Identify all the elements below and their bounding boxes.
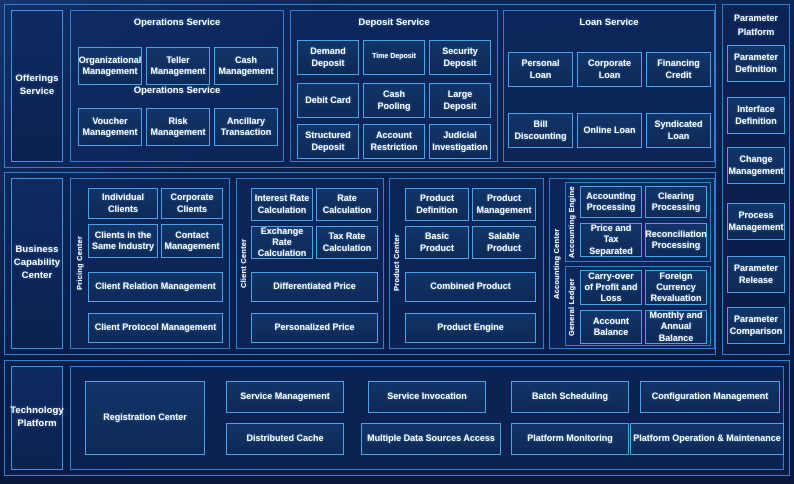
cell-interface-definition[interactable]: Interface Definition <box>727 97 785 134</box>
cell-registration-center[interactable]: Registration Center <box>85 381 205 455</box>
column-title-parameter-platform: Parameter Platform <box>733 13 779 37</box>
cell-client-relation-management[interactable]: Client Relation Management <box>88 272 223 302</box>
cell-debit-card[interactable]: Debit Card <box>297 83 359 118</box>
vlabel-client-center: Client Center <box>239 238 248 288</box>
cell-monthly-annual-balance[interactable]: Monthly and Annual Balance <box>645 310 707 344</box>
panel-title-operations-service: Operations Service <box>133 17 221 28</box>
cell-distributed-cache[interactable]: Distributed Cache <box>226 423 344 455</box>
cell-price-and-tax-separated[interactable]: Price and Tax Separated <box>580 223 642 257</box>
cell-online-loan[interactable]: Online Loan <box>577 113 642 148</box>
cell-risk-management[interactable]: Risk Management <box>146 108 210 146</box>
cell-bill-discounting[interactable]: Bill Discounting <box>508 113 573 148</box>
panel-title-deposit-service: Deposit Service <box>358 17 430 28</box>
cell-batch-scheduling[interactable]: Batch Scheduling <box>511 381 629 413</box>
cell-basic-product[interactable]: Basic Product <box>405 226 469 259</box>
cell-security-deposit[interactable]: Security Deposit <box>429 40 491 75</box>
cell-structured-deposit[interactable]: Structured Deposit <box>297 124 359 159</box>
cell-clients-same-industry[interactable]: Clients in the Same Industry <box>88 224 158 258</box>
cell-individual-clients[interactable]: Individual Clients <box>88 188 158 219</box>
cell-account-restriction[interactable]: Account Restriction <box>363 124 425 159</box>
cell-contact-management[interactable]: Contact Management <box>161 224 223 258</box>
cell-configuration-management[interactable]: Configuration Management <box>640 381 780 413</box>
cell-service-management[interactable]: Service Management <box>226 381 344 413</box>
sidelabel-business-capability-center[interactable]: Business Capability Center <box>11 178 63 349</box>
cell-account-balance[interactable]: Account Balance <box>580 310 642 344</box>
cell-platform-operation-maintenance[interactable]: Platform Operation & Maintenance <box>630 423 784 455</box>
cell-clearing-processing[interactable]: Clearing Processing <box>645 186 707 218</box>
cell-salable-product[interactable]: Salable Product <box>472 226 536 259</box>
cell-interest-rate-calculation[interactable]: Interest Rate Calculation <box>251 188 313 221</box>
cell-client-protocol-management[interactable]: Client Protocol Management <box>88 313 223 343</box>
cell-organizational-management[interactable]: Organizational Management <box>78 47 142 85</box>
cell-teller-management[interactable]: Teller Management <box>146 47 210 85</box>
cell-financing-credit[interactable]: Financing Credit <box>646 52 711 87</box>
cell-cash-pooling[interactable]: Cash Pooling <box>363 83 425 118</box>
cell-personal-loan[interactable]: Personal Loan <box>508 52 573 87</box>
cell-rate-calculation[interactable]: Rate Calculation <box>316 188 378 221</box>
cell-service-invocation[interactable]: Service Invocation <box>368 381 486 413</box>
vlabel-accounting-center: Accounting Center <box>552 228 561 300</box>
sidelabel-technology-platform[interactable]: Technology Platform <box>10 366 64 470</box>
cell-exchange-rate-calculation[interactable]: Exchange Rate Calculation <box>251 226 313 259</box>
vlabel-pricing-center: Pricing Center <box>75 235 84 291</box>
cell-process-management[interactable]: Process Management <box>727 203 785 240</box>
cell-demand-deposit[interactable]: Demand Deposit <box>297 40 359 75</box>
vlabel-product-center: Product Center <box>392 234 401 292</box>
cell-corporate-clients[interactable]: Corporate Clients <box>161 188 223 219</box>
cell-parameter-definition[interactable]: Parameter Definition <box>727 45 785 82</box>
cell-corporate-loan[interactable]: Corporate Loan <box>577 52 642 87</box>
sidelabel-offerings-service[interactable]: Offerings Service <box>11 10 63 162</box>
vlabel-general-ledger: General Ledger <box>567 278 576 336</box>
cell-ancillary-transaction[interactable]: Ancillary Transaction <box>214 108 278 146</box>
cell-judicial-investigation[interactable]: Judicial Investigation <box>429 124 491 159</box>
cell-foreign-currency-revaluation[interactable]: Foreign Currency Revaluation <box>645 270 707 305</box>
cell-cash-management[interactable]: Cash Management <box>214 47 278 85</box>
cell-voucher-management[interactable]: Voucher Management <box>78 108 142 146</box>
panel-title-loan-service: Loan Service <box>579 17 639 28</box>
cell-reconciliation-processing[interactable]: Reconciliation Processing <box>645 223 707 257</box>
cell-parameter-release[interactable]: Parameter Release <box>727 256 785 293</box>
cell-product-engine[interactable]: Product Engine <box>405 313 536 343</box>
cell-product-definition[interactable]: Product Definition <box>405 188 469 221</box>
cell-change-management[interactable]: Change Management <box>727 147 785 184</box>
cell-syndicated-loan[interactable]: Syndicated Loan <box>646 113 711 148</box>
cell-personalized-price[interactable]: Personalized Price <box>251 313 378 343</box>
cell-parameter-comparison[interactable]: Parameter Comparison <box>727 307 785 344</box>
vlabel-accounting-engine: Accounting Engine <box>567 186 576 258</box>
cell-tax-rate-calculation[interactable]: Tax Rate Calculation <box>316 226 378 259</box>
cell-large-deposit[interactable]: Large Deposit <box>429 83 491 118</box>
cell-product-management[interactable]: Product Management <box>472 188 536 221</box>
cell-platform-monitoring[interactable]: Platform Monitoring <box>511 423 629 455</box>
cell-carry-over-profit-loss[interactable]: Carry-over of Profit and Loss <box>580 270 642 305</box>
cell-combined-product[interactable]: Combined Product <box>405 272 536 302</box>
cell-time-deposit[interactable]: Time Deposit <box>363 40 425 75</box>
cell-multiple-data-sources-access[interactable]: Multiple Data Sources Access <box>361 423 501 455</box>
cell-differentiated-price[interactable]: Differentiated Price <box>251 272 378 302</box>
cell-accounting-processing[interactable]: Accounting Processing <box>580 186 642 218</box>
